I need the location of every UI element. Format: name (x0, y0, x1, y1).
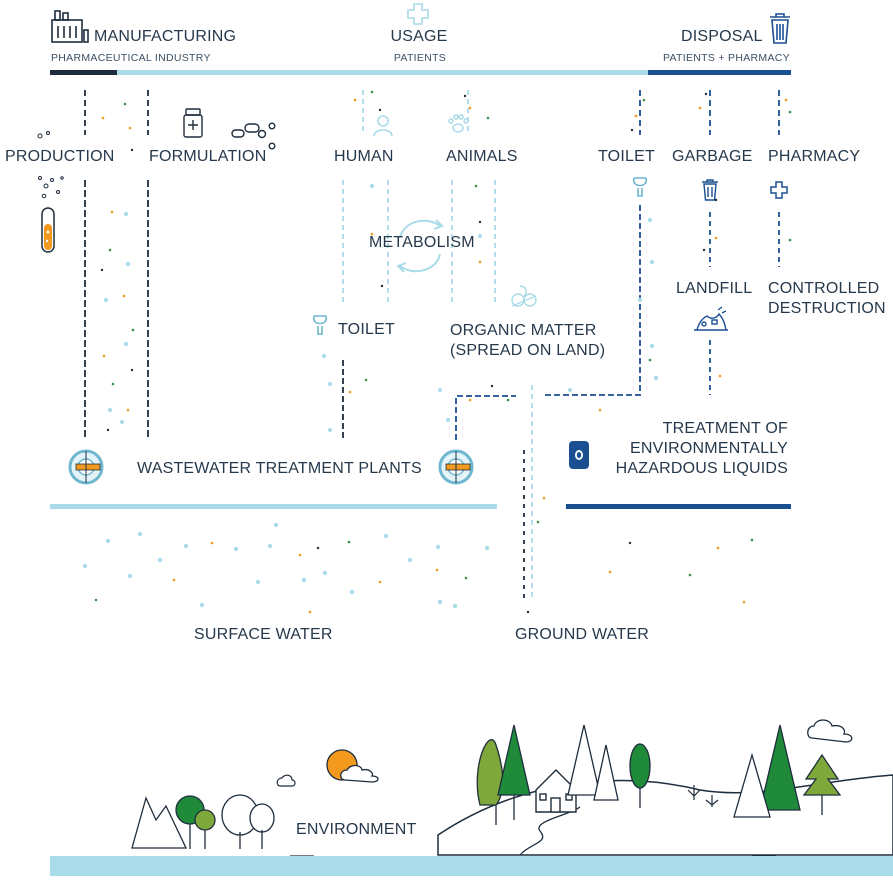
production-label: PRODUCTION (5, 148, 115, 165)
usage-bar (117, 70, 648, 75)
manufacturing-title: MANUFACTURING (94, 28, 237, 45)
formulation-label: FORMULATION (149, 148, 267, 165)
trash-can-icon (770, 13, 790, 44)
paw-icon (448, 114, 469, 133)
pharmacy-label: PHARMACY (768, 148, 861, 165)
disposal-bar (648, 70, 791, 75)
medical-cross-icon (770, 181, 788, 199)
landfill-icon (694, 306, 728, 331)
house-icon (535, 769, 577, 813)
wastewater-bar (50, 504, 497, 509)
person-icon (373, 115, 393, 137)
disposal-title: DISPOSAL (681, 28, 763, 45)
animals-label: ANIMALS (446, 148, 518, 165)
human-label: HUMAN (334, 148, 394, 165)
hazardous-bar (566, 504, 791, 509)
landfill-label: LANDFILL (676, 280, 753, 297)
environment-label: ENVIRONMENT (296, 821, 417, 838)
trash-can-icon (702, 179, 718, 201)
garbage-label: GARBAGE (672, 148, 753, 165)
wastewater-treatment-label: WASTEWATER TREATMENT PLANTS (137, 460, 422, 477)
usage-title: USAGE (390, 28, 448, 45)
barrel-icon (569, 441, 589, 469)
factory-icon (51, 10, 89, 43)
toilet-icon (312, 177, 648, 335)
ground-water-label: GROUND WATER (515, 626, 649, 643)
flow-lines (84, 90, 780, 600)
cycle-arrows-icon (396, 219, 444, 273)
particle-dots (82, 90, 792, 614)
toilet-disposal-label: TOILET (598, 148, 655, 165)
usage-subtitle: PATIENTS (393, 52, 447, 64)
treatment-plant-icon (68, 449, 474, 485)
test-tube-icon (37, 131, 64, 253)
metabolism-label: METABOLISM (369, 234, 475, 251)
disposal-subtitle: PATIENTS + PHARMACY (663, 52, 790, 64)
manufacturing-subtitle: PHARMACEUTICAL INDUSTRY (51, 52, 211, 64)
leaf-icon (511, 285, 537, 307)
hazardous-liquids-label: TREATMENT OF ENVIRONMENTALLY HAZARDOUS L… (615, 420, 788, 477)
toilet-usage-label: TOILET (338, 321, 395, 338)
manufacturing-bar (50, 70, 117, 75)
organic-matter-label: ORGANIC MATTER (SPREAD ON LAND) (450, 322, 606, 359)
surface-water-label: SURFACE WATER (194, 626, 333, 643)
pill-bottle-icon (183, 108, 276, 150)
landscape-illustration (131, 719, 893, 867)
controlled-destruction-label: CONTROLLED DESTRUCTION (768, 280, 886, 317)
water-strip (50, 856, 893, 876)
medical-cross-icon (407, 3, 429, 25)
